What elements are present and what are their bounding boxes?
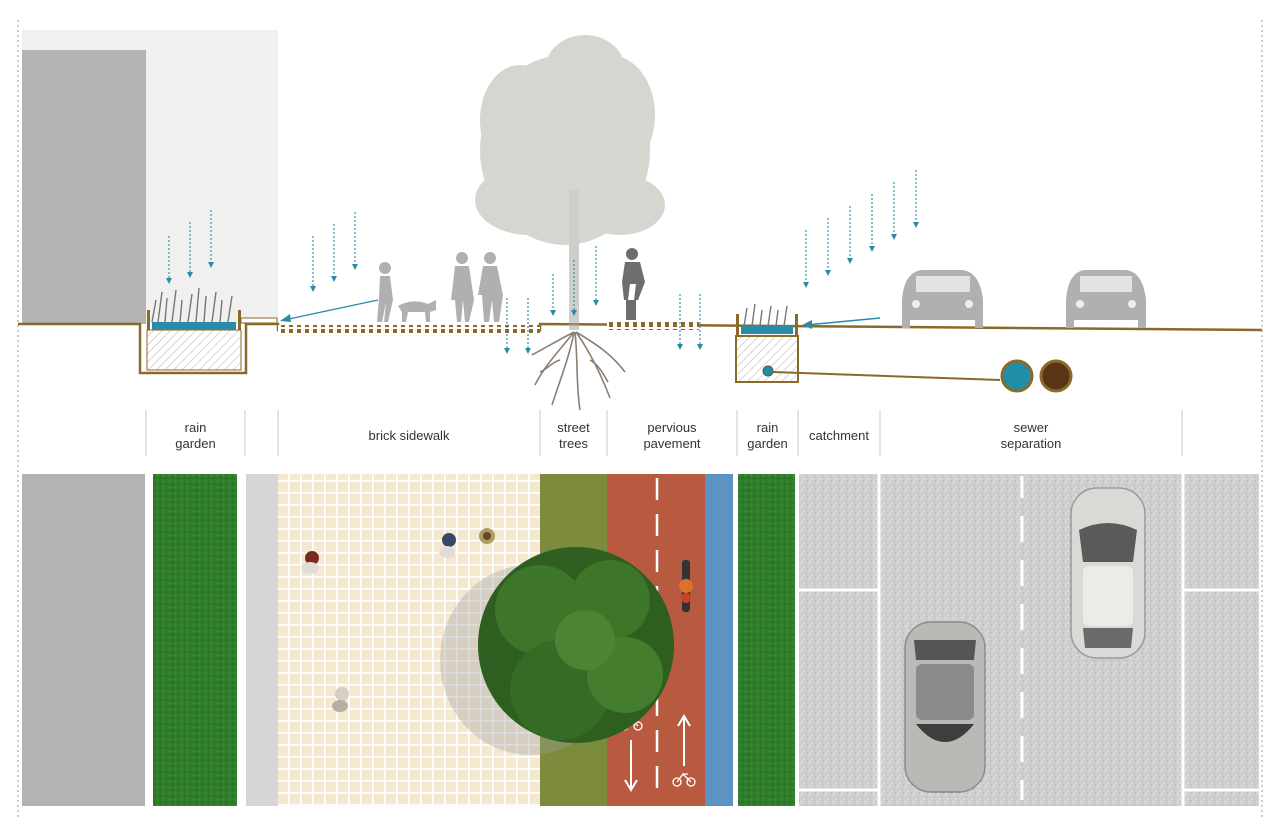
street-tree-section <box>475 35 665 330</box>
cyclist-silhouette <box>622 248 645 320</box>
zone-label-line: pavement <box>643 436 701 451</box>
rain-garden-section-1 <box>146 287 278 371</box>
pedestrians-top-view <box>301 528 495 712</box>
zone-label-line: catchment <box>809 428 869 443</box>
zone-label-line: separation <box>1000 436 1062 451</box>
tree-roots <box>531 331 626 411</box>
rain-garden-section-2 <box>735 303 1001 383</box>
plan-roadway <box>799 474 1259 806</box>
zone-label-line: sewer <box>1013 420 1049 435</box>
zone-label-line: garden <box>175 436 216 451</box>
cyclist-top-view <box>679 560 693 612</box>
zone-label-rain-garden-2: rain garden <box>737 420 798 452</box>
car-front-silhouette-2 <box>1066 270 1146 328</box>
rain-arrow-heads <box>166 222 919 354</box>
building <box>22 50 146 324</box>
plan-walkway <box>246 474 278 806</box>
plan-rain-garden-2 <box>738 474 795 806</box>
zone-label-line: garden <box>747 436 788 451</box>
plan-rain-garden-1 <box>153 474 237 806</box>
zone-label-rain-garden-1: rain garden <box>146 420 245 452</box>
zone-label-line: rain <box>184 420 207 435</box>
brick-sidewalk-section <box>278 325 540 333</box>
zone-label-sewer-separation: sewer separation <box>880 420 1182 452</box>
people-silhouettes <box>377 252 503 322</box>
car-top-view-1 <box>1070 487 1146 659</box>
bike-lane-arrows <box>624 714 691 792</box>
zone-label-line: trees <box>559 436 588 451</box>
zone-label-pervious-pavement: pervious pavement <box>607 420 737 452</box>
car-top-view-2 <box>904 621 986 793</box>
tree-canopy <box>440 547 674 755</box>
sanitary-sewer-pipe <box>1039 359 1073 393</box>
zone-dividers <box>145 410 1183 456</box>
road-markings <box>799 474 1259 806</box>
zone-label-catchment: catchment <box>798 428 880 444</box>
zone-label-street-trees: street trees <box>540 420 607 452</box>
zone-label-line: brick sidewalk <box>368 428 450 443</box>
pervious-pavement-section <box>607 322 699 330</box>
zone-label-line: pervious <box>647 420 697 435</box>
plan-building <box>22 474 145 806</box>
runoff-arrows <box>283 299 881 326</box>
plan-pervious-strip <box>705 474 733 806</box>
zone-label-line: street <box>557 420 590 435</box>
storm-sewer-pipe <box>1000 359 1034 393</box>
runoff-arrow-heads <box>280 314 812 329</box>
rain-arrows <box>168 170 917 348</box>
plan-view <box>22 474 1259 806</box>
car-front-silhouette-1 <box>902 270 983 328</box>
zone-label-brick-sidewalk: brick sidewalk <box>278 428 540 444</box>
zone-label-line: rain <box>756 420 779 435</box>
